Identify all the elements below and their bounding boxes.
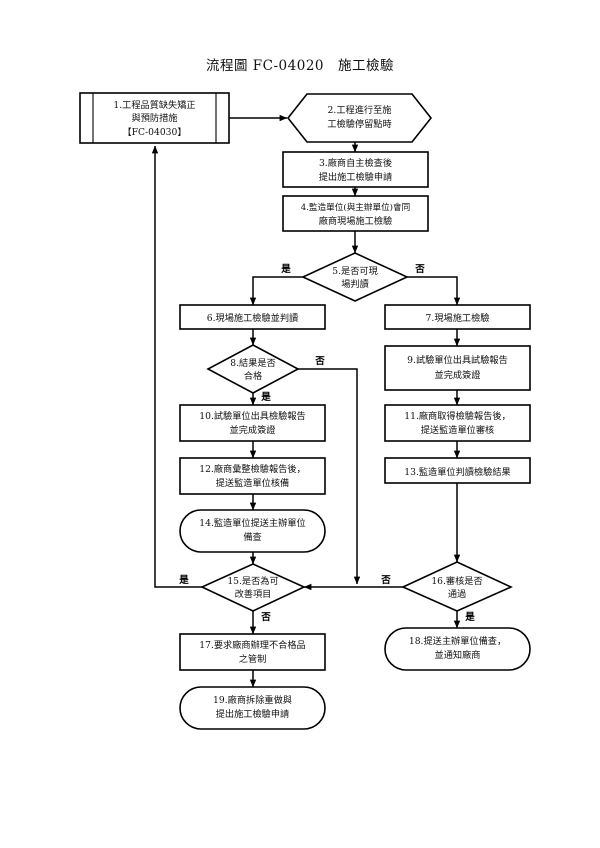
node-6-line-1: 6.現場施工檢驗並判讀 — [207, 312, 298, 324]
node-1-line-3: 【FC-04030】 — [122, 127, 186, 138]
node-4-line-1: 4.監造單位(與主辦單位)會同 — [301, 201, 410, 213]
node-1-line-2: 與預防措施 — [132, 112, 178, 124]
node-3-contractor-self-inspection[interactable]: 3.廠商自主檢查後 提出施工檢驗申請 — [282, 151, 429, 188]
edge-n8-n15 — [298, 368, 361, 585]
node-17-line-2: 之管制 — [239, 653, 267, 665]
branch-label-d5-left: 是 — [280, 263, 291, 275]
node-18-submit-owner-notify-contractor[interactable]: 18.提送主辦單位備查， 並通知廠商 — [384, 627, 531, 671]
node-14-line-2: 備查 — [243, 531, 261, 543]
node-2-line-2: 工檢驗停留點時 — [327, 118, 391, 130]
node-10-line-2: 並完成簽證 — [230, 424, 276, 436]
edge-n5-n7 — [407, 276, 461, 306]
node-16-line-2: 通過 — [448, 589, 466, 600]
node-10-line-1: 10.試驗單位出具檢驗報告 — [199, 410, 306, 422]
edge-n5-n6 — [249, 276, 303, 306]
branch-label-d8-right: 否 — [314, 356, 325, 367]
branch-label-d8-down: 是 — [260, 391, 271, 403]
node-12-line-1: 12.廠商彙整檢驗報告後， — [199, 463, 306, 475]
node-16-review-passed-decision[interactable]: 16.審核是否 通過 否 是 — [380, 561, 513, 623]
edge-n15-n1 — [151, 145, 202, 588]
node-14-supervision-submit-to-owner[interactable]: 14.監造單位提送主辦單位 備查 — [179, 509, 326, 553]
node-2-line-1: 2.工程進行至施 — [328, 104, 392, 116]
node-7-onsite-inspection[interactable]: 7.現場施工檢驗 — [384, 304, 531, 330]
branch-label-d15-left: 是 — [178, 574, 189, 586]
node-17-nonconforming-product-control[interactable]: 17.要求廠商辦理不合格品 之管制 — [179, 633, 326, 671]
node-18-line-1: 18.提送主辦單位備查， — [409, 635, 506, 647]
node-18-line-2: 並通知廠商 — [435, 649, 481, 661]
node-4-line-2: 廠商現場施工檢驗 — [319, 215, 393, 227]
branch-label-d15-down: 否 — [260, 612, 271, 623]
node-7-line-1: 7.現場施工檢驗 — [426, 312, 490, 324]
node-19-contractor-demolish-redo[interactable]: 19.廠商拆除重做與 提出施工檢驗申請 — [179, 686, 326, 730]
node-14-line-1: 14.監造單位提送主辦單位 — [199, 517, 306, 529]
node-15-line-2: 改善項目 — [235, 588, 272, 600]
node-19-line-1: 19.廠商拆除重做與 — [213, 694, 292, 706]
node-11-line-2: 提送監造單位審核 — [421, 424, 495, 436]
node-3-line-1: 3.廠商自主檢查後 — [319, 157, 392, 169]
node-15-line-1: 15.是否為可 — [227, 575, 278, 587]
node-11-contractor-submit-for-review[interactable]: 11.廠商取得檢驗報告後， 提送監造單位審核 — [384, 404, 531, 442]
branch-label-d16-down: 是 — [464, 611, 475, 623]
branch-label-d16-left: 否 — [380, 575, 391, 586]
node-16-line-1: 16.審核是否 — [431, 575, 482, 587]
node-8-line-1: 8.結果是否 — [230, 357, 276, 369]
node-17-line-1: 17.要求廠商辦理不合格品 — [199, 639, 306, 651]
node-12-line-2: 提送監造單位核備 — [216, 477, 290, 489]
page-title: 流程圖 FC-04020 施工檢驗 — [206, 58, 394, 74]
node-12-contractor-compile-reports[interactable]: 12.廠商彙整檢驗報告後， 提送監造單位核備 — [179, 457, 326, 495]
node-3-line-2: 提出施工檢驗申請 — [319, 171, 393, 183]
node-5-line-1: 5.是否可現 — [332, 266, 378, 277]
node-1-line-1: 1.工程品質缺失矯正 — [113, 99, 195, 111]
node-2-construction-hold-point[interactable]: 2.工程進行至施 工檢驗停留點時 — [286, 93, 433, 143]
node-6-onsite-inspection-and-reading[interactable]: 6.現場施工檢驗並判讀 — [179, 304, 326, 330]
node-8-result-qualified-decision[interactable]: 8.結果是否 合格 是 否 — [206, 344, 325, 403]
node-13-line-1: 13.監造單位判讀檢驗結果 — [404, 466, 511, 478]
node-9-line-2: 並完成簽證 — [435, 369, 481, 381]
node-9-line-1: 9.試驗單位出具試驗報告 — [407, 354, 508, 366]
node-5-line-2: 場判讀 — [341, 278, 369, 290]
node-1-quality-defect-correction[interactable]: 1.工程品質缺失矯正 與預防措施 【FC-04030】 — [79, 92, 230, 144]
node-13-supervision-unit-interpret-results[interactable]: 13.監造單位判讀檢驗結果 — [384, 457, 531, 484]
node-15-improvable-item-decision[interactable]: 15.是否為可 改善項目 是 否 — [178, 563, 306, 623]
node-4-supervision-unit-joint-inspection[interactable]: 4.監造單位(與主辦單位)會同 廠商現場施工檢驗 — [282, 195, 429, 232]
node-11-line-1: 11.廠商取得檢驗報告後， — [404, 410, 511, 422]
branch-label-d5-right: 否 — [414, 264, 425, 275]
node-10-testing-unit-inspection-report[interactable]: 10.試驗單位出具檢驗報告 並完成簽證 — [179, 404, 326, 442]
node-5-onsite-readable-decision[interactable]: 5.是否可現 場判讀 是 否 — [280, 252, 425, 302]
node-9-testing-unit-test-report[interactable]: 9.試驗單位出具試驗報告 並完成簽證 — [384, 345, 531, 391]
node-8-line-2: 合格 — [244, 370, 262, 382]
node-19-line-2: 提出施工檢驗申請 — [216, 708, 290, 720]
